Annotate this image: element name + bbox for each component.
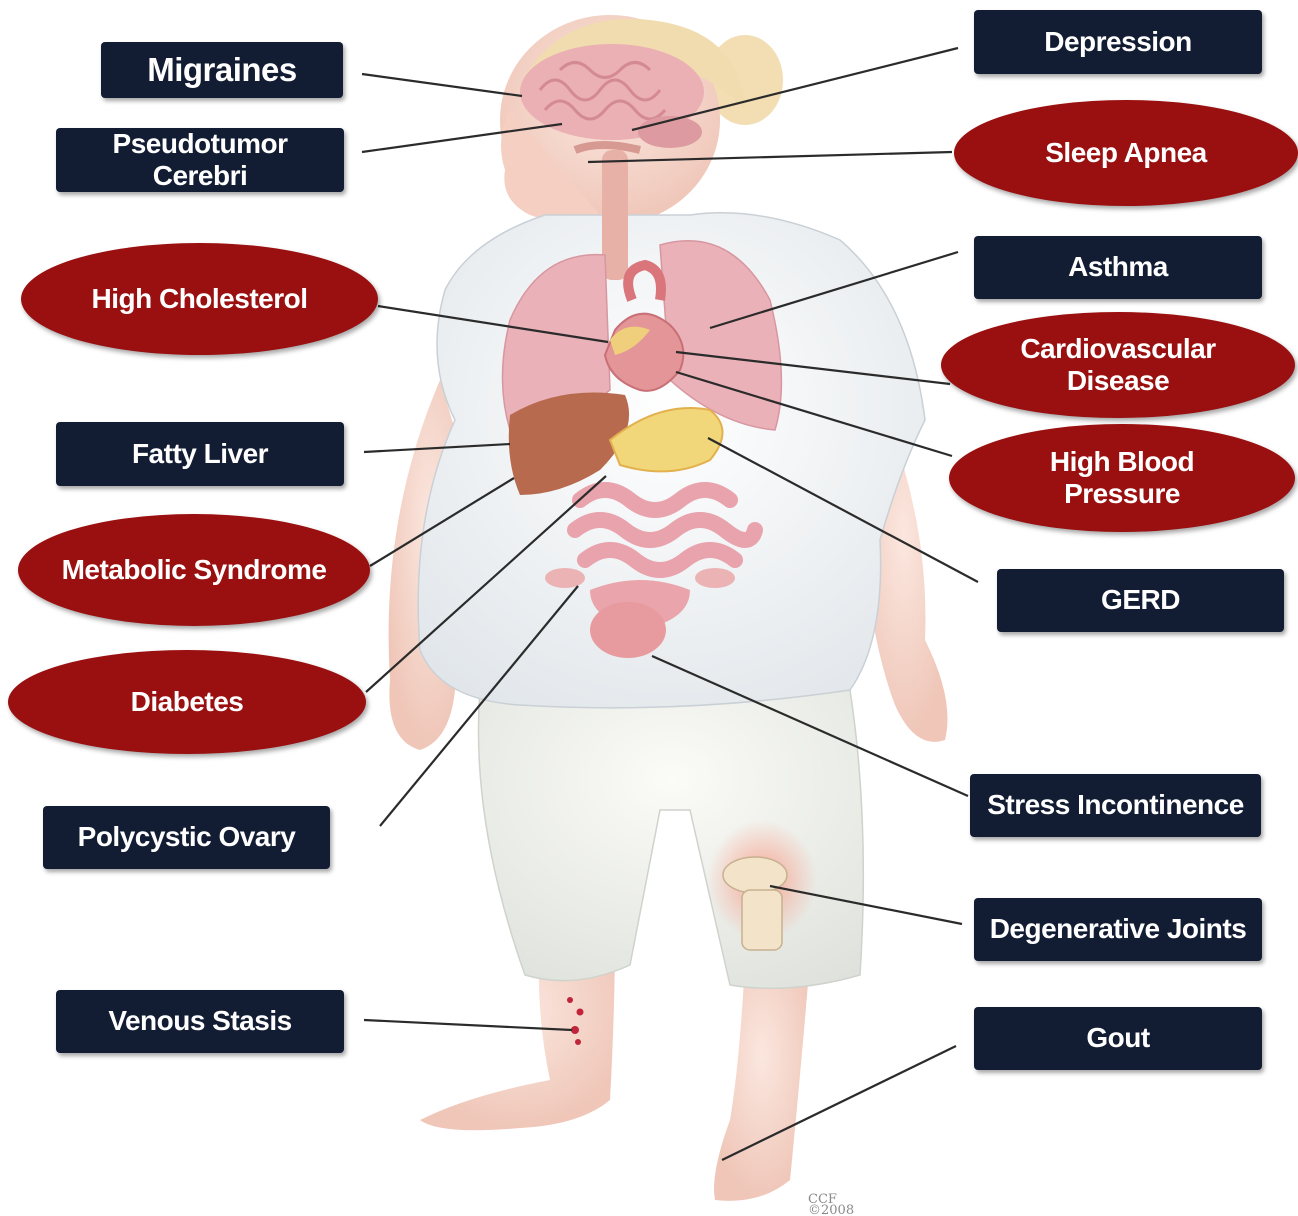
label-gout: Gout [974, 1007, 1262, 1070]
label-sleep-apnea-text: Sleep Apnea [1035, 137, 1217, 169]
right-leg [714, 960, 810, 1201]
label-high-bp-line2: Pressure [1054, 478, 1190, 510]
label-diabetes: Diabetes [8, 650, 366, 754]
label-diabetes-text: Diabetes [121, 686, 254, 718]
label-gerd-text: GERD [1091, 584, 1190, 616]
label-asthma: Asthma [974, 236, 1262, 299]
label-venous-stasis-text: Venous Stasis [98, 1005, 301, 1037]
human-figure: CCF ©2008 [389, 15, 948, 1216]
label-degenerative-joints-text: Degenerative Joints [980, 913, 1257, 945]
label-depression: Depression [974, 10, 1262, 74]
label-high-bp-line1: High Blood [1040, 446, 1204, 478]
label-stress-incontinence: Stress Incontinence [970, 774, 1261, 837]
label-cardiovascular-disease: Cardiovascular Disease [941, 312, 1295, 418]
label-cardiovascular-line2: Disease [1057, 365, 1179, 397]
label-polycystic-ovary-text: Polycystic Ovary [68, 821, 306, 853]
label-migraines-text: Migraines [137, 51, 307, 89]
tibia [742, 890, 782, 950]
bladder [590, 602, 666, 658]
label-pseudotumor-cerebri: Pseudotumor Cerebri [56, 128, 344, 192]
label-polycystic-ovary: Polycystic Ovary [43, 806, 330, 869]
label-asthma-text: Asthma [1058, 251, 1178, 283]
label-cardiovascular-line1: Cardiovascular [1010, 333, 1225, 365]
leader-venous-stasis [364, 1020, 572, 1030]
label-gerd: GERD [997, 569, 1284, 632]
right-ovary [695, 568, 735, 588]
ccf-watermark-year: ©2008 [808, 1203, 854, 1216]
label-metabolic-syndrome-text: Metabolic Syndrome [52, 554, 337, 586]
label-stress-incontinence-text: Stress Incontinence [977, 789, 1254, 821]
label-high-cholesterol: High Cholesterol [21, 243, 378, 355]
label-gout-text: Gout [1076, 1022, 1159, 1054]
label-fatty-liver: Fatty Liver [56, 422, 344, 486]
label-migraines: Migraines [101, 42, 343, 98]
label-fatty-liver-text: Fatty Liver [122, 438, 278, 470]
pants [478, 690, 863, 988]
label-metabolic-syndrome: Metabolic Syndrome [18, 514, 370, 626]
label-degenerative-joints: Degenerative Joints [974, 898, 1262, 961]
label-venous-stasis: Venous Stasis [56, 990, 344, 1053]
label-high-blood-pressure: High Blood Pressure [949, 424, 1295, 532]
label-depression-text: Depression [1034, 26, 1202, 58]
label-sleep-apnea: Sleep Apnea [954, 100, 1298, 206]
label-high-cholesterol-text: High Cholesterol [81, 283, 317, 315]
leader-migraines [362, 74, 522, 96]
label-pseudotumor-cerebri-text: Pseudotumor Cerebri [56, 128, 344, 192]
left-ovary [545, 568, 585, 588]
